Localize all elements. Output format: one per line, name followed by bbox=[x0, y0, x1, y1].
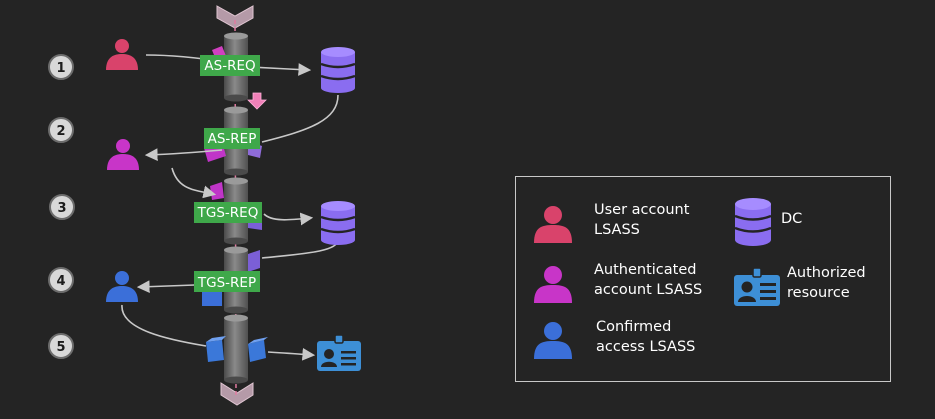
user-icon bbox=[106, 39, 138, 70]
legend-user-account-label: User account LSASS bbox=[594, 202, 690, 238]
database-icon bbox=[320, 201, 356, 245]
legend-item-authorized-resource: Authorized resource bbox=[733, 265, 866, 307]
legend-item-authenticated-account: Authenticated account LSASS bbox=[532, 262, 703, 305]
step-2: 2 bbox=[48, 117, 74, 143]
step-1-label: 1 bbox=[56, 61, 65, 76]
step-5: 5 bbox=[48, 333, 74, 359]
user-icon bbox=[534, 266, 572, 303]
top-chevron-icon bbox=[216, 5, 254, 29]
down-arrow-icon bbox=[247, 92, 267, 110]
id-card-icon bbox=[734, 267, 780, 306]
user-icon bbox=[107, 139, 139, 170]
connector-tgsreq-to-dc bbox=[263, 212, 314, 226]
connector-user-to-resource bbox=[121, 304, 207, 347]
legend-item-confirmed-access: Confirmed access LSASS bbox=[532, 319, 695, 361]
connector-user-to-tgsreq bbox=[171, 167, 217, 199]
id-card-icon bbox=[317, 334, 361, 371]
legend-item-user-account: User account LSASS bbox=[532, 202, 690, 245]
token-magenta-3 bbox=[210, 182, 224, 200]
step-4: 4 bbox=[48, 267, 74, 293]
message-as-rep-label: AS-REP bbox=[208, 131, 257, 147]
message-tgs-req-label: TGS-REQ bbox=[197, 205, 259, 221]
step-2-label: 2 bbox=[56, 124, 65, 139]
message-tgs-rep: TGS-REP bbox=[194, 271, 260, 292]
legend-confirmed-access-label: Confirmed access LSASS bbox=[596, 319, 696, 355]
step-3: 3 bbox=[49, 194, 75, 220]
message-tgs-rep-label: TGS-REP bbox=[197, 275, 256, 291]
legend: User account LSASS Authenticated account… bbox=[515, 176, 891, 382]
message-as-req: AS-REQ bbox=[200, 55, 260, 76]
user-icon bbox=[106, 271, 138, 302]
legend-authorized-resource-label: Authorized resource bbox=[787, 265, 866, 301]
step-5-label: 5 bbox=[56, 340, 65, 355]
step-3-label: 3 bbox=[57, 201, 66, 216]
step-4-label: 4 bbox=[56, 274, 65, 289]
pipe-segment-5 bbox=[224, 314, 248, 384]
message-as-rep: AS-REP bbox=[204, 128, 260, 149]
step-1: 1 bbox=[48, 54, 74, 80]
bottom-chevron-icon bbox=[220, 382, 254, 406]
connector-token-to-resource bbox=[267, 347, 316, 361]
message-tgs-req: TGS-REQ bbox=[194, 202, 262, 223]
database-icon bbox=[320, 47, 356, 93]
message-as-req-label: AS-REQ bbox=[204, 58, 255, 74]
user-icon bbox=[534, 322, 572, 359]
legend-dc-label: DC bbox=[781, 211, 803, 227]
database-icon bbox=[734, 198, 772, 246]
token-blue-5 bbox=[206, 336, 268, 362]
connector-asrep-to-user bbox=[144, 148, 223, 162]
token-purple-4 bbox=[202, 250, 260, 306]
connector-dc-to-asrep bbox=[261, 94, 339, 143]
legend-item-dc: DC bbox=[733, 197, 802, 247]
user-icon bbox=[534, 206, 572, 243]
legend-authenticated-account-label: Authenticated account LSASS bbox=[594, 262, 703, 298]
